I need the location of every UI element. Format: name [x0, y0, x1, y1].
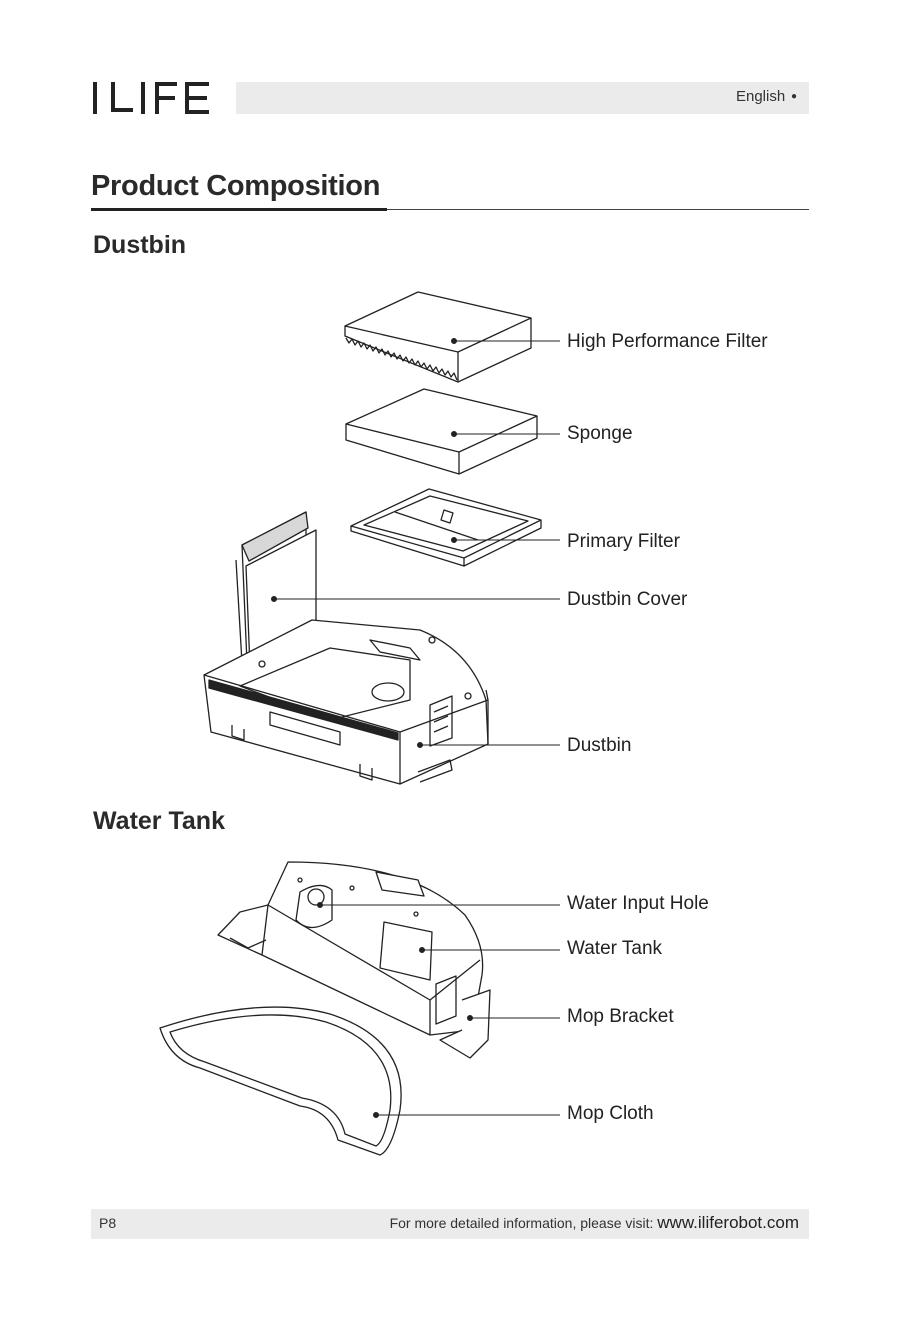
- footer-info-text: For more detailed information, please vi…: [390, 1215, 654, 1231]
- mop-cloth-illustration: [160, 1007, 401, 1155]
- sponge-illustration: [346, 389, 537, 474]
- page-number: P8: [99, 1215, 116, 1231]
- high-performance-filter-illustration: [345, 292, 531, 382]
- label-water-input-hole: Water Input Hole: [567, 893, 709, 915]
- footer-info: For more detailed information, please vi…: [390, 1213, 799, 1233]
- label-high-performance-filter: High Performance Filter: [567, 331, 768, 353]
- label-dustbin: Dustbin: [567, 735, 631, 757]
- label-water-tank: Water Tank: [567, 938, 662, 960]
- footer-bar: P8 For more detailed information, please…: [91, 1209, 809, 1239]
- label-dustbin-cover: Dustbin Cover: [567, 589, 687, 611]
- label-mop-bracket: Mop Bracket: [567, 1006, 674, 1028]
- label-primary-filter: Primary Filter: [567, 531, 680, 553]
- label-sponge: Sponge: [567, 423, 633, 445]
- website-link[interactable]: www.iliferobot.com: [657, 1213, 799, 1232]
- label-mop-cloth: Mop Cloth: [567, 1103, 654, 1125]
- primary-filter-illustration: [351, 489, 541, 566]
